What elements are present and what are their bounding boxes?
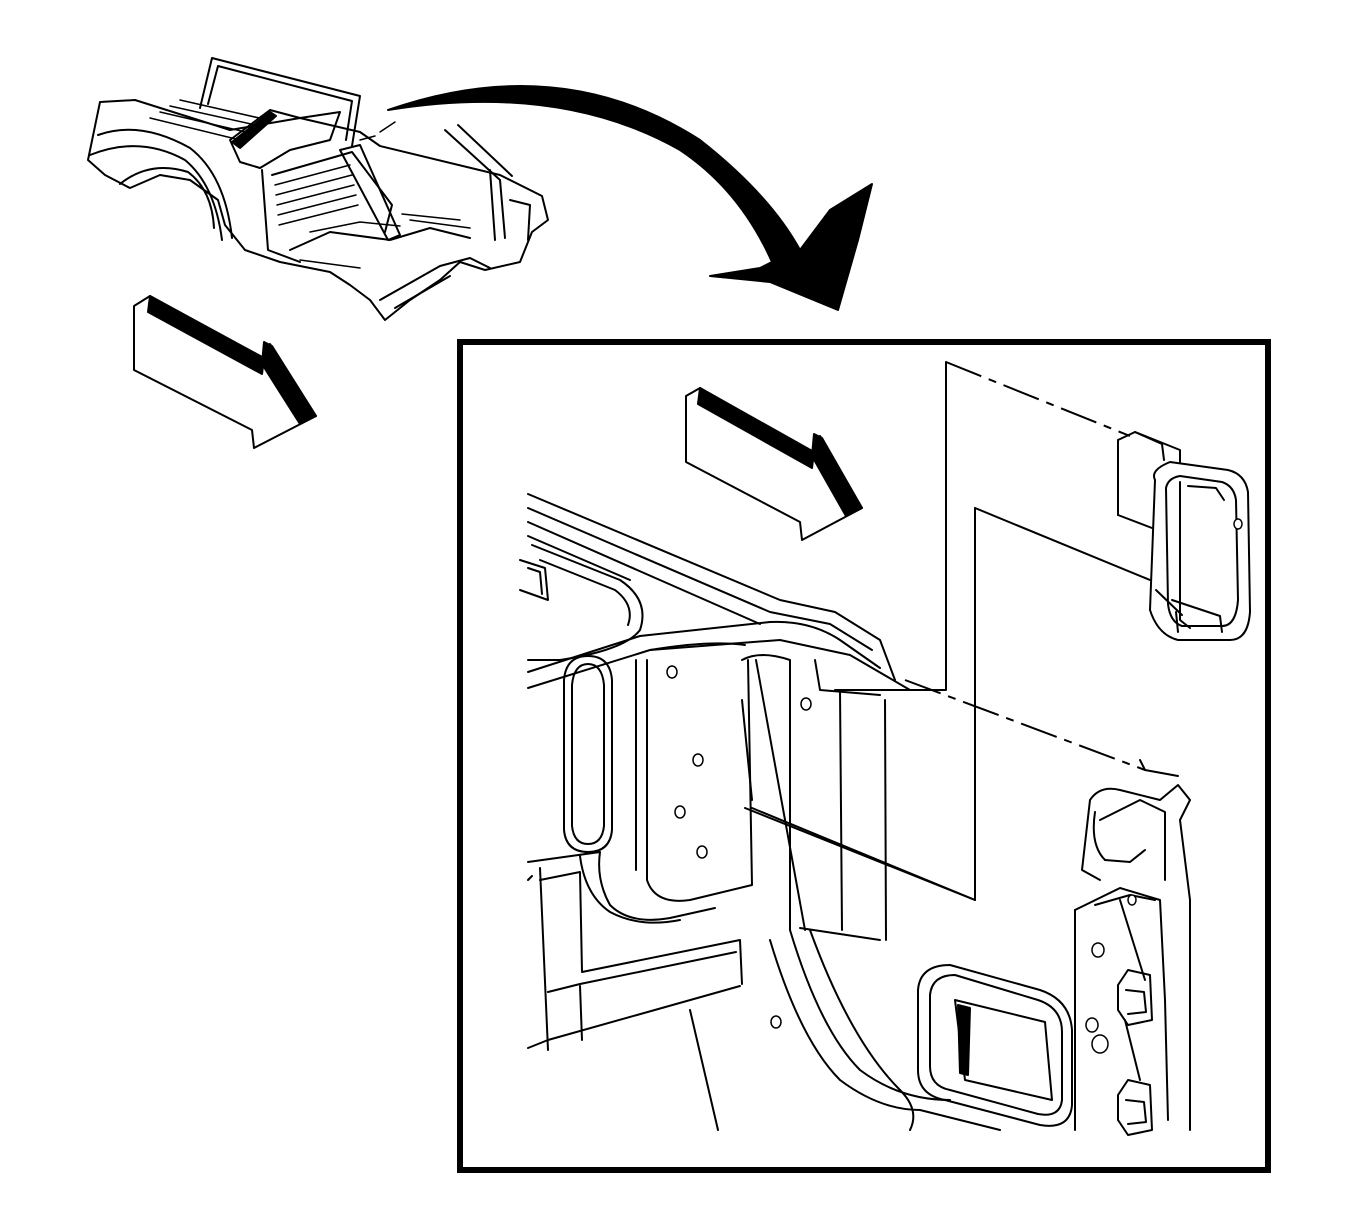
front-direction-arrow [133, 295, 317, 449]
assembly-leader-lines [751, 361, 1151, 901]
body-panel [519, 493, 1073, 1131]
body-panel [1074, 759, 1191, 1136]
zoom-arrow [387, 85, 873, 311]
front-direction-arrow [685, 387, 863, 541]
detail-view-frame [457, 339, 1271, 1173]
vehicle-body-shell [87, 57, 549, 321]
bracket-part [1117, 431, 1251, 641]
